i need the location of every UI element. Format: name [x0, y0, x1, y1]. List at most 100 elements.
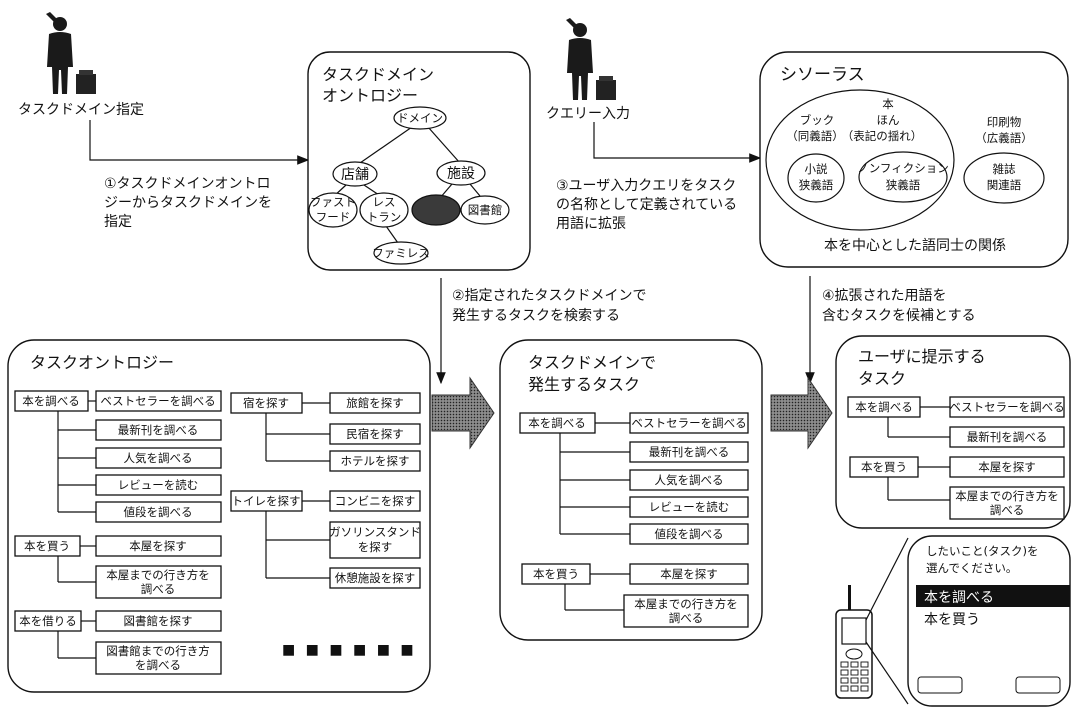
arrow-step1	[89, 120, 310, 165]
svg-text:（表記の揺れ）: （表記の揺れ）	[842, 129, 923, 143]
svg-text:本: 本	[882, 97, 894, 111]
step4-text: ④拡張された用語を 含むタスクを候補とする	[822, 288, 976, 324]
svg-text:宿を探す: 宿を探す	[243, 396, 289, 410]
svg-text:本屋までの行き方を: 本屋までの行き方を	[106, 568, 210, 582]
svg-text:施設: 施設	[447, 166, 475, 182]
mobile-phone-icon	[835, 537, 909, 705]
svg-text:本屋を探す: 本屋を探す	[129, 539, 187, 553]
svg-text:本を買う: 本を買う	[24, 539, 70, 553]
thesaurus-title: シソーラス	[780, 65, 865, 85]
thesaurus-panel: シソーラス 本 ほん （表記の揺れ） ブック （同義語） 小説 狭義語 ノンフィ…	[759, 51, 1069, 268]
svg-text:①タスクドメインオントロ: ①タスクドメインオントロ	[104, 176, 271, 192]
to-parent-1	[14, 390, 89, 412]
svg-text:調べる: 調べる	[141, 582, 176, 596]
svg-text:ほん: ほん	[877, 113, 900, 127]
svg-text:ジーからタスクドメインを: ジーからタスクドメインを	[104, 195, 272, 211]
svg-text:（同義語）: （同義語）	[786, 129, 844, 143]
svg-text:④拡張された用語を: ④拡張された用語を	[822, 288, 947, 304]
svg-text:店舗: 店舗	[341, 167, 369, 183]
phone-option-highlight	[916, 585, 1070, 607]
svg-text:本を借りる: 本を借りる	[19, 614, 77, 628]
svg-text:値段を調べる: 値段を調べる	[655, 527, 724, 541]
svg-text:ベストセラーを調べる: ベストセラーを調べる	[949, 400, 1064, 414]
step1-text: ①タスクドメインオントロ ジーからタスクドメインを 指定	[104, 176, 272, 230]
svg-text:ガソリンスタンド: ガソリンスタンド	[329, 525, 421, 539]
step2-text: ②指定されたタスクドメインで 発生するタスクを検索する	[452, 288, 647, 324]
svg-text:用語に拡張: 用語に拡張	[556, 216, 626, 232]
svg-text:狭義語: 狭義語	[799, 178, 834, 192]
svg-text:レビューを読む: レビューを読む	[118, 478, 199, 492]
svg-text:ノンフィクション: ノンフィクション	[857, 161, 948, 175]
svg-text:人気を調べる: 人気を調べる	[655, 473, 724, 487]
svg-text:雑誌: 雑誌	[993, 162, 1016, 176]
svg-text:調べる: 調べる	[990, 503, 1025, 517]
svg-text:発生するタスクを検索する: 発生するタスクを検索する	[452, 307, 620, 324]
svg-text:フード: フード	[316, 210, 351, 224]
phone-prompt-line1: したいこと(タスク)を	[926, 544, 1038, 558]
svg-text:の名称として定義されている: の名称として定義されている	[556, 196, 737, 213]
thesaurus-caption: 本を中心とした語同士の関係	[824, 238, 1006, 254]
svg-text:ベストセラーを調べる: ベストセラーを調べる	[631, 416, 746, 430]
node-selected	[411, 194, 461, 226]
svg-text:ホテルを探す: ホテルを探す	[341, 454, 410, 468]
block-arrow-2	[770, 376, 833, 450]
thesaurus-magazine	[963, 152, 1045, 204]
phone-soft-key-right[interactable]	[1015, 676, 1061, 694]
svg-text:調べる: 調べる	[669, 611, 704, 625]
phone-option-1[interactable]: 本を調べる	[924, 590, 994, 606]
svg-text:を探す: を探す	[358, 540, 393, 554]
svg-text:図書館を探す: 図書館を探す	[124, 614, 193, 628]
svg-text:ブック: ブック	[800, 113, 835, 127]
svg-text:トイレを探す: トイレを探す	[232, 494, 301, 508]
svg-text:タスク: タスク	[858, 369, 906, 388]
svg-text:値段を調べる: 値段を調べる	[124, 505, 193, 519]
domain-tasks-title: タスクドメインで	[528, 353, 656, 372]
svg-text:最新刊を調べる: 最新刊を調べる	[649, 445, 730, 459]
block-arrow-1	[431, 376, 495, 450]
svg-text:最新刊を調べる: 最新刊を調べる	[967, 430, 1048, 444]
svg-text:図書館: 図書館	[468, 203, 503, 217]
svg-text:本を調べる: 本を調べる	[528, 416, 586, 430]
svg-text:休憩施設を探す: 休憩施設を探す	[335, 571, 416, 585]
svg-text:本屋までの行き方を: 本屋までの行き方を	[955, 489, 1059, 503]
phone-prompt-line2: 選んでください。	[926, 561, 1017, 575]
svg-text:本屋を探す: 本屋を探す	[978, 460, 1036, 474]
svg-text:発生するタスク: 発生するタスク	[528, 375, 640, 394]
svg-text:レビューを読む: レビューを読む	[649, 500, 730, 514]
domain-ontology-panel: タスクドメイン オントロジー ドメイン 店舗 施設 ファスト フード レス トラ…	[307, 51, 531, 271]
phone-soft-key-left[interactable]	[917, 676, 963, 694]
svg-text:本を調べる: 本を調べる	[22, 394, 80, 408]
svg-text:トラン: トラン	[367, 210, 402, 224]
task-ontology-panel: タスクオントロジー 本を調べる ベストセラーを調べる 最新刊を調べる 人気を調べ…	[7, 339, 431, 693]
svg-text:人気を調べる: 人気を調べる	[124, 451, 193, 465]
svg-text:（広義語）: （広義語）	[975, 131, 1033, 145]
svg-text:指定: 指定	[104, 214, 132, 230]
svg-text:本屋までの行き方を: 本屋までの行き方を	[634, 597, 738, 611]
svg-text:オントロジー: オントロジー	[322, 86, 418, 105]
svg-text:ベストセラーを調べる: ベストセラーを調べる	[100, 394, 215, 408]
user-tasks-title: ユーザに提示する	[858, 347, 986, 366]
svg-text:図書館までの行き方: 図書館までの行き方	[106, 644, 210, 658]
domain-tasks-panel: タスクドメインで 発生するタスク 本を調べる ベストセラーを調べる 最新刊を調べ…	[499, 339, 763, 641]
svg-text:を調べる: を調べる	[135, 658, 181, 672]
domain-ontology-title: タスクドメイン	[322, 65, 434, 84]
thesaurus-novel	[787, 153, 845, 203]
node-facility	[436, 160, 486, 186]
node-restaurant	[359, 192, 409, 228]
user1-label: タスクドメイン指定	[18, 102, 144, 118]
user-figure-1-icon	[46, 12, 96, 94]
svg-text:本を買う: 本を買う	[533, 567, 579, 581]
step3-text: ③ユーザ入力クエリをタスク の名称として定義されている 用語に拡張	[556, 178, 737, 232]
svg-text:ファミレス: ファミレス	[372, 246, 430, 260]
svg-text:②指定されたタスクドメインで: ②指定されたタスクドメインで	[452, 288, 647, 304]
svg-text:関連語: 関連語	[987, 178, 1022, 192]
svg-text:ドメイン: ドメイン	[397, 111, 443, 125]
svg-text:ファスト: ファスト	[310, 195, 356, 209]
svg-text:含むタスクを候補とする: 含むタスクを候補とする	[822, 308, 976, 324]
task-ontology-title: タスクオントロジー	[30, 353, 174, 372]
svg-text:レス: レス	[373, 195, 396, 209]
arrow-step3	[593, 122, 762, 163]
node-library	[460, 195, 510, 225]
phone-option-2[interactable]: 本を買う	[924, 612, 980, 628]
